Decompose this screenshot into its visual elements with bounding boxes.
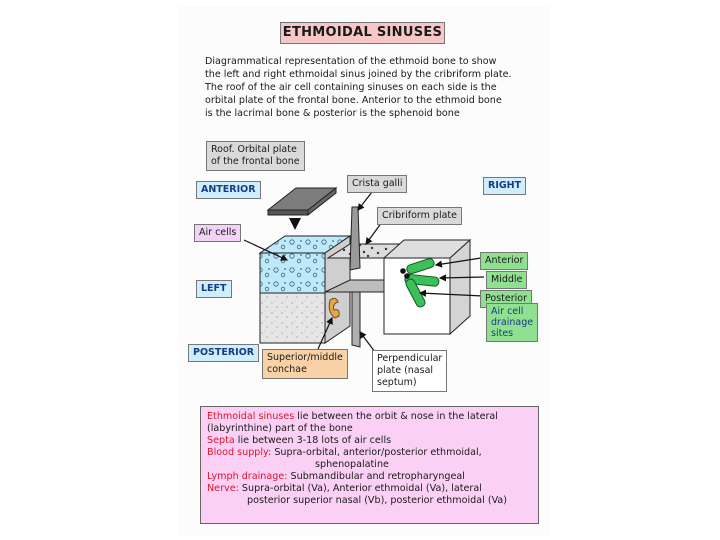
description-line: Diagrammatical representation of the eth…	[205, 56, 497, 67]
info-line: Lymph drainage: Submandibular and retrop…	[207, 471, 532, 483]
info-term: Septa	[207, 435, 235, 446]
roof-label: Roof. Orbital plate of the frontal bone	[206, 141, 305, 171]
perpendicular-label-line: Perpendicular	[377, 353, 443, 364]
conchae-label-line: Superior/middle	[267, 352, 343, 363]
info-line: posterior superior nasal (Vb), posterior…	[247, 495, 508, 506]
info-line: Nerve: Supra-orbital (Va), Anterior ethm…	[207, 483, 532, 495]
posterior-direction-label: POSTERIOR	[188, 344, 260, 362]
info-box: Ethmoidal sinuses lie between the orbit …	[200, 406, 539, 524]
drainage-label-line: drainage	[491, 317, 534, 328]
info-text: Supra-orbital (Va), Anterior ethmoidal (…	[238, 483, 482, 494]
roof-label-line: of the frontal bone	[211, 156, 300, 167]
info-text: Submandibular and retropharyngeal	[287, 471, 465, 482]
perpendicular-plate-label: Perpendicular plate (nasal septum)	[372, 350, 448, 392]
cribriform-plate-label: Cribriform plate	[377, 207, 462, 225]
perpendicular-label-line: septum)	[377, 377, 417, 388]
left-direction-label: LEFT	[196, 280, 232, 298]
air-cells-label: Air cells	[194, 224, 242, 242]
info-text: Supra-orbital, anterior/posterior ethmoi…	[271, 447, 482, 458]
info-line: Septa lie between 3-18 lots of air cells	[207, 435, 532, 447]
description-line: the left and right ethmoidal sinus joine…	[205, 69, 512, 80]
info-term: Lymph drainage:	[207, 471, 288, 482]
description-line: The roof of the air cell containing sinu…	[205, 82, 497, 93]
middle-drainage-label: Middle	[486, 271, 528, 289]
conchae-label-line: conchae	[267, 364, 307, 375]
crista-galli	[349, 206, 361, 271]
perpendicular-label-line: plate (nasal	[377, 365, 434, 376]
roof-label-line: Roof. Orbital plate	[211, 144, 297, 155]
perpendicular-plate	[351, 291, 361, 348]
drainage-label-line: sites	[491, 328, 514, 339]
info-line: (labyrinthine) part of the bone	[207, 423, 353, 434]
info-term: Nerve:	[207, 483, 239, 494]
concha-shape	[328, 297, 340, 319]
info-line: Ethmoidal sinuses lie between the orbit …	[207, 411, 532, 423]
info-text: lie between 3-18 lots of air cells	[234, 435, 392, 446]
drainage-label-line: Air cell	[491, 306, 524, 317]
slide-title: ETHMOIDAL SINUSES	[280, 22, 445, 44]
info-line: Blood supply: Supra-orbital, anterior/po…	[207, 447, 532, 459]
conchae-label: Superior/middle conchae	[262, 349, 348, 379]
anterior-drainage-label: Anterior	[480, 252, 529, 270]
description: Diagrammatical representation of the eth…	[205, 55, 545, 120]
description-line: is the lacrimal bone & posterior is the …	[205, 108, 460, 119]
right-ethmoid-block	[382, 238, 472, 336]
anterior-direction-label: ANTERIOR	[196, 181, 261, 199]
right-direction-label: RIGHT	[483, 177, 527, 195]
air-cell-drainage-label: Air cell drainage sites	[486, 303, 539, 342]
roof-plate	[266, 186, 338, 217]
info-term: Blood supply:	[207, 447, 272, 458]
left-ethmoid-block	[258, 235, 352, 344]
info-term: Ethmoidal sinuses	[207, 411, 295, 422]
description-line: orbital plate of the frontal bone. Anter…	[205, 95, 502, 106]
crista-galli-label: Crista galli	[347, 175, 408, 193]
info-line: sphenopalatine	[315, 459, 389, 470]
info-text: lie between the orbit & nose in the late…	[294, 411, 498, 422]
